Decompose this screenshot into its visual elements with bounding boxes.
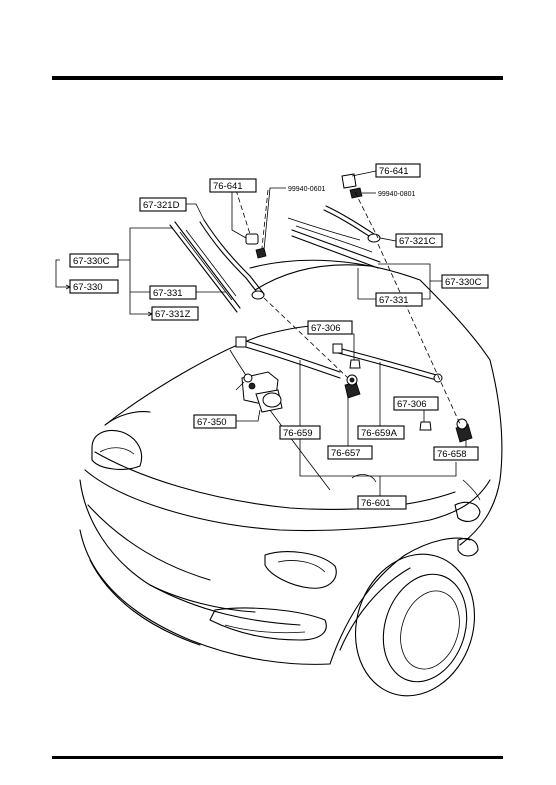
svg-text:76-641: 76-641 (379, 166, 409, 177)
svg-text:76-659A: 76-659A (361, 428, 398, 439)
label-67-306-b: 67-306 (393, 396, 439, 411)
right-wiper (287, 173, 381, 269)
label-76-658: 76-658 (433, 446, 479, 461)
svg-text:67-331: 67-331 (153, 288, 183, 299)
label-67-306-a: 67-306 (307, 320, 353, 335)
svg-text:67-331: 67-331 (379, 295, 409, 306)
label-67-331-right: 67-331 (375, 292, 423, 307)
svg-text:76-641: 76-641 (213, 181, 243, 192)
left-wiper (169, 219, 267, 313)
label-67-330-left: 67-330 (69, 279, 119, 294)
label-67-350: 67-350 (193, 414, 237, 429)
svg-text:76-601: 76-601 (361, 498, 391, 509)
svg-text:67-306: 67-306 (397, 399, 427, 410)
grommet-right (419, 421, 432, 431)
svg-text:67-321C: 67-321C (399, 236, 436, 247)
label-76-659: 76-659 (279, 425, 321, 440)
dashed-assembly-lines (235, 189, 461, 425)
wiper-linkage (235, 336, 473, 443)
label-76-641-left: 76-641 (209, 178, 257, 193)
label-67-331Z: 67-331Z (151, 306, 199, 321)
footer-rule (52, 756, 503, 759)
label-67-321C: 67-321C (395, 233, 443, 248)
svg-text:67-331Z: 67-331Z (155, 309, 191, 320)
car-body-outline (79, 259, 503, 697)
svg-text:76-659: 76-659 (283, 428, 313, 439)
svg-text:67-321D: 67-321D (143, 200, 180, 211)
svg-text:67-350: 67-350 (197, 417, 227, 428)
label-67-330C-right: 67-330C (441, 274, 489, 289)
label-76-657: 76-657 (327, 445, 373, 460)
label-76-641-top: 76-641 (375, 163, 421, 178)
label-67-331-left: 67-331 (149, 285, 197, 300)
svg-text:76-657: 76-657 (331, 448, 361, 459)
svg-text:67-330: 67-330 (73, 282, 103, 293)
header-rule (52, 76, 503, 80)
svg-text:76-658: 76-658 (437, 449, 467, 460)
callout-labels: 76-641 99940-0801 76-641 99940-0601 67-3… (69, 163, 489, 510)
grommet-left (349, 359, 361, 369)
label-76-601: 76-601 (357, 495, 407, 510)
label-99940-0601: 99940-0601 (288, 186, 325, 193)
svg-text:67-330C: 67-330C (73, 256, 110, 267)
label-99940-0801: 99940-0801 (378, 191, 415, 198)
label-76-659A: 76-659A (357, 425, 405, 440)
callout-leader-lines (55, 170, 467, 496)
label-67-330C-left: 67-330C (69, 253, 119, 268)
label-67-321D: 67-321D (139, 197, 187, 212)
svg-text:67-330C: 67-330C (445, 277, 482, 288)
wiper-motor (235, 371, 283, 413)
svg-text:67-306: 67-306 (311, 323, 341, 334)
front-wheel (354, 553, 476, 697)
